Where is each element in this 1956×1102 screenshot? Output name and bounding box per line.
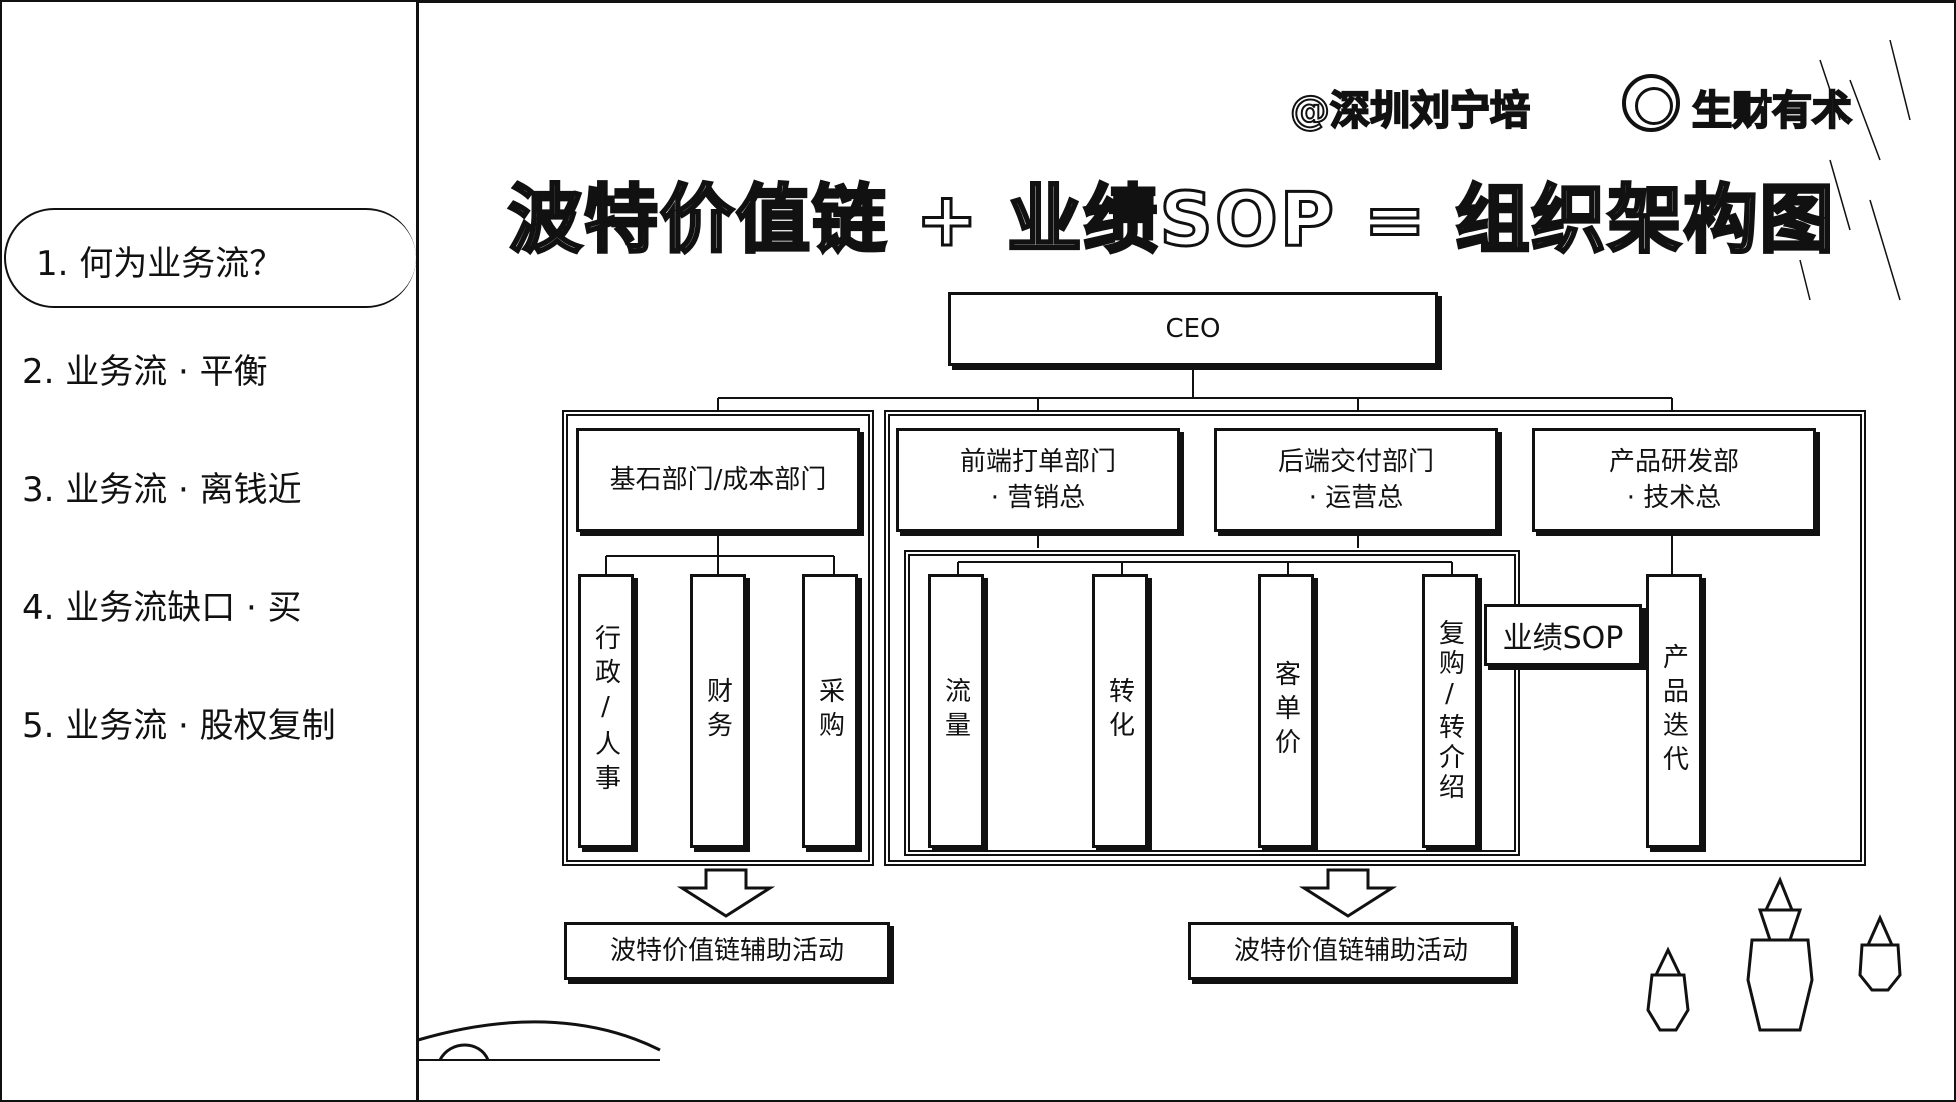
coin-logo-icon [1622,74,1680,132]
sub-box-product-iteration: 产品迭代 [1646,574,1702,848]
down-arrow-icon [1298,868,1398,918]
rd-dept-line2: · 技术总 [1626,483,1722,513]
brand-watermark: 生财有术 [1691,87,1853,135]
sidebar-item-3[interactable]: 3. 业务流 · 离钱近 [22,470,302,510]
cost-dept-box: 基石部门/成本部门 [576,428,860,532]
page-title: 波特价值链 + 业绩SOP = 组织架构图 [507,176,1836,265]
sidebar-item-2[interactable]: 2. 业务流 · 平衡 [22,352,268,392]
sub-box-conversion: 转化 [1092,574,1148,848]
back-dept-line2: · 运营总 [1308,483,1404,513]
front-dept-line2: · 营销总 [990,483,1086,513]
sub-box-traffic: 流量 [928,574,984,848]
aux-activity-left: 波特价值链辅助活动 [564,922,890,980]
front-dept-box: 前端打单部门 · 营销总 [896,428,1180,532]
sub-box-order-value: 客单价 [1258,574,1314,848]
rd-dept-box: 产品研发部 · 技术总 [1532,428,1816,532]
sub-box-admin-hr: 行政/人事 [578,574,634,848]
sub-box-purchase: 采购 [802,574,858,848]
sop-label-box: 业绩SOP [1484,604,1642,666]
sub-box-finance: 财务 [690,574,746,848]
business-group-frame [884,410,1866,866]
aux-activity-right: 波特价值链辅助活动 [1188,922,1514,980]
rd-dept-line1: 产品研发部 [1608,447,1739,477]
author-watermark: @深圳刘宁培 [1289,87,1531,135]
sop-group-frame [904,550,1520,856]
ceo-box: CEO [948,292,1438,366]
sidebar-item-5[interactable]: 5. 业务流 · 股权复制 [22,706,336,746]
sidebar-item-active-pill[interactable] [4,208,416,308]
down-arrow-icon [676,868,776,918]
cost-group-frame [562,410,874,866]
sidebar-item-1[interactable]: 1. 何为业务流？ [36,244,284,284]
sidebar-item-4[interactable]: 4. 业务流缺口 · 买 [22,588,302,628]
front-dept-line1: 前端打单部门 [959,447,1116,477]
back-dept-box: 后端交付部门 · 运营总 [1214,428,1498,532]
back-dept-line1: 后端交付部门 [1277,447,1434,477]
content-top-border [416,0,1956,3]
sidebar-divider [416,0,419,1102]
sub-box-repurchase: 复购/转介绍 [1422,574,1478,848]
